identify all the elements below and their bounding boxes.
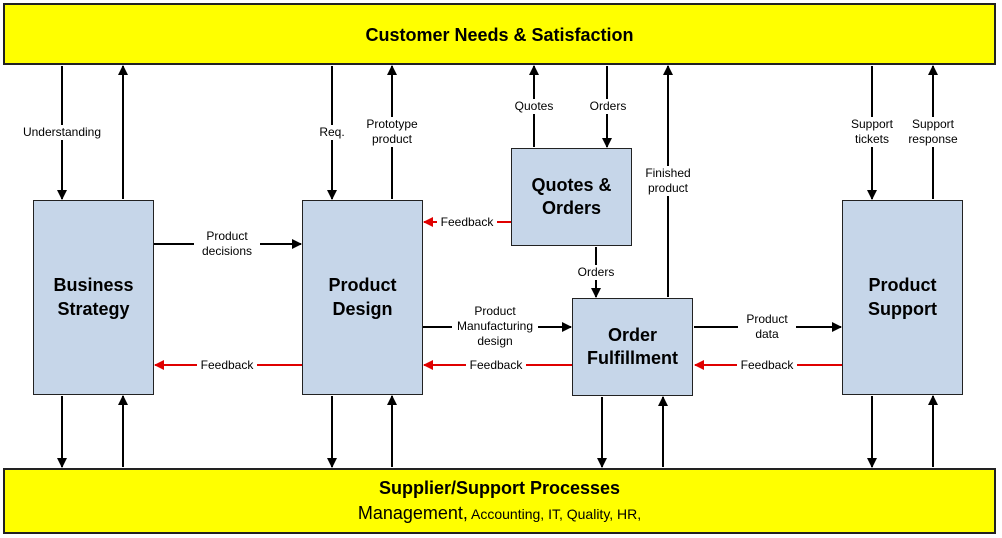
supplier-support-title: Supplier/Support Processes [378, 478, 621, 498]
label-product-manufacturing-design: Product Manufacturing design [452, 304, 538, 349]
label-req: Req. [315, 125, 349, 140]
subtitle-management: Management, [357, 503, 468, 523]
label-feedback-quotes: Feedback [437, 215, 497, 230]
label-quotes: Quotes [509, 99, 559, 114]
order-fulfillment-box: Order Fulfillment [572, 298, 693, 396]
product-design-label: Product Design [328, 275, 397, 319]
business-strategy-label: Business Strategy [53, 275, 134, 319]
product-support-label: Product Support [868, 275, 937, 319]
product-support-box: Product Support [842, 200, 963, 395]
label-feedback-strategy: Feedback [197, 358, 257, 373]
label-orders-mid: Orders [574, 265, 618, 280]
order-fulfillment-label: Order Fulfillment [587, 324, 678, 368]
supplier-support-subtitle: Management, Accounting, IT, Quality, HR, [5, 503, 994, 524]
label-understanding: Understanding [16, 125, 108, 140]
label-support-tickets: Support tickets [843, 117, 901, 147]
customer-needs-band: Customer Needs & Satisfaction [3, 3, 996, 65]
subtitle-functions: Accounting, IT, Quality, HR, [467, 506, 642, 522]
label-feedback-design: Feedback [466, 358, 526, 373]
label-orders-top: Orders [584, 99, 632, 114]
product-design-box: Product Design [302, 200, 423, 395]
quotes-orders-label: Quotes & Orders [531, 174, 612, 218]
label-product-data: Product data [738, 312, 796, 342]
label-support-response: Support response [902, 117, 964, 147]
business-strategy-box: Business Strategy [33, 200, 154, 395]
label-finished-product: Finished product [638, 166, 698, 196]
supplier-support-band: Supplier/Support Processes Management, A… [3, 468, 996, 534]
label-feedback-support: Feedback [737, 358, 797, 373]
label-prototype-product: Prototype product [359, 117, 425, 147]
label-product-decisions: Product decisions [194, 229, 260, 259]
quotes-orders-box: Quotes & Orders [511, 148, 632, 246]
customer-needs-title: Customer Needs & Satisfaction [365, 25, 634, 45]
